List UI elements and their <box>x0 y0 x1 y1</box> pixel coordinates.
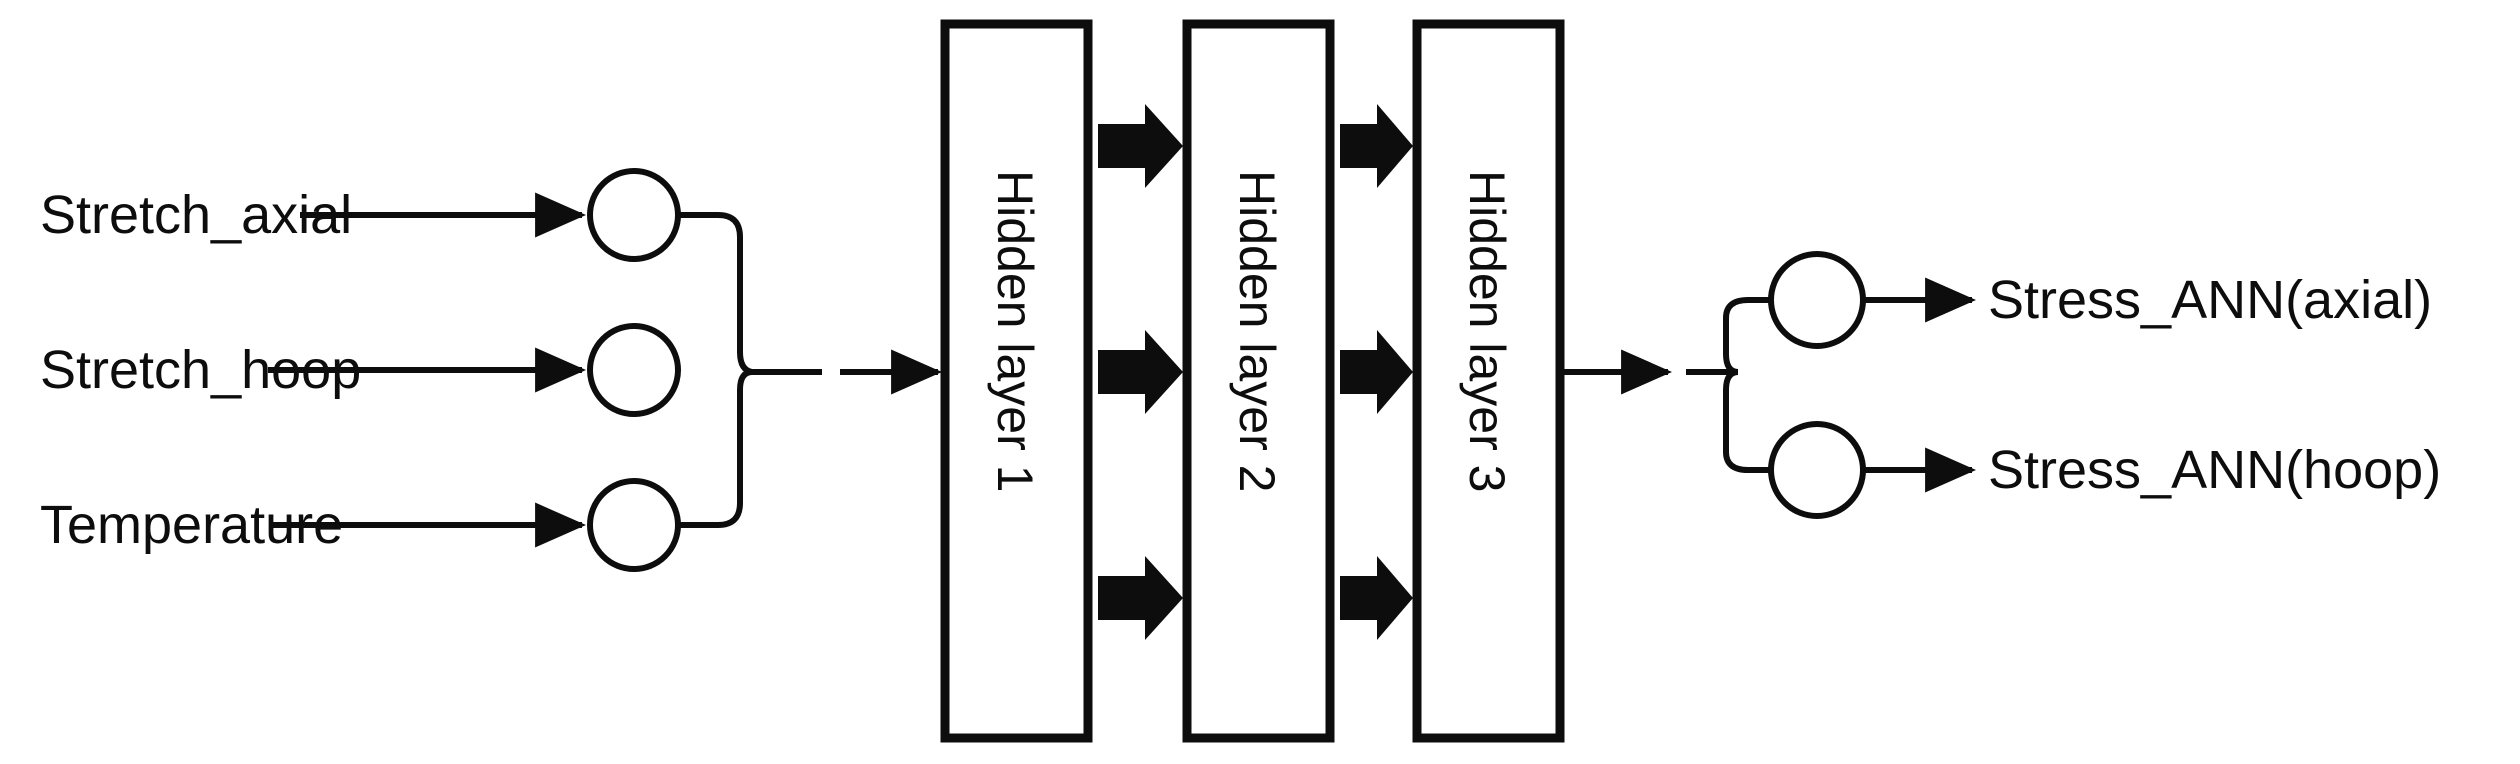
input-label-stretch-hoop: Stretch_hoop <box>40 340 362 400</box>
block-arrows-layer2-to-layer3 <box>1340 104 1413 640</box>
input-neuron-group <box>587 168 681 572</box>
hidden-layer-box-1 <box>940 19 1093 743</box>
output-split-brace <box>1723 297 1772 473</box>
brace-arm-bottom <box>678 369 753 528</box>
block-arrow-2-3-bottom <box>1340 556 1413 640</box>
output-label-arrows <box>1865 277 1977 493</box>
input-neuron-2 <box>587 323 681 417</box>
input-label-temperature: Temperature <box>40 495 344 555</box>
input-connector-group <box>268 192 587 548</box>
block-arrow-2-3-top <box>1340 104 1413 188</box>
output-neuron-1 <box>1768 251 1866 349</box>
hidden-layer-label-3: Hidden layer 3 <box>1459 170 1515 493</box>
input-label-stretch-axial: Stretch_axial <box>40 185 353 245</box>
input-neuron-3 <box>587 478 681 572</box>
block-arrow-1-2-top <box>1098 104 1183 188</box>
block-arrows-layer1-to-layer2 <box>1098 104 1183 640</box>
output-brace-arm-top <box>1723 297 1772 375</box>
block-arrow-1-2-mid <box>1098 330 1183 414</box>
block-arrow-1-2-bottom <box>1098 556 1183 640</box>
input-neuron-1 <box>587 168 681 262</box>
hidden-layer-box-2 <box>1182 19 1335 743</box>
hidden-layer-label-2: Hidden layer 2 <box>1229 170 1285 493</box>
hidden-layer-boxes <box>940 19 1565 743</box>
block-arrow-2-3-mid <box>1340 330 1413 414</box>
output-brace-arm-bottom <box>1723 369 1772 473</box>
output-label-stress-hoop: Stress_ANN(hoop) <box>1988 440 2442 500</box>
output-neuron-2 <box>1768 421 1866 519</box>
output-label-stress-axial: Stress_ANN(axial) <box>1988 270 2433 330</box>
hidden-layer-box-3 <box>1412 19 1565 743</box>
output-neuron-group <box>1768 251 1866 519</box>
brace-arm-top <box>678 212 753 375</box>
input-merge-brace <box>678 212 753 528</box>
hidden-layer-label-1: Hidden layer 1 <box>987 170 1043 493</box>
